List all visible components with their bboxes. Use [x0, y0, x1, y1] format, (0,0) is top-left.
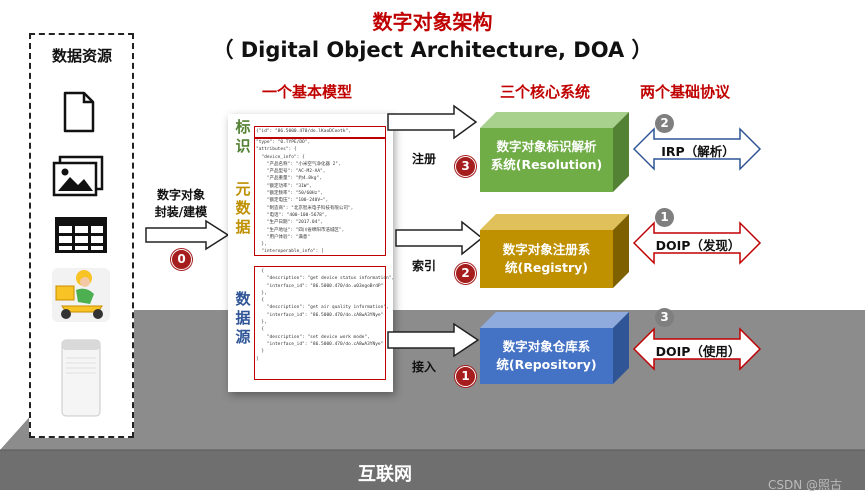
protocol-label-doip-discover: DOIP（发现） — [655, 238, 741, 253]
protocol-step-doip-use: 3 — [655, 308, 674, 327]
step-badge-index: 2 — [455, 263, 476, 284]
delivery-rider-icon — [52, 268, 110, 322]
document-icon — [63, 91, 95, 133]
access-arrow — [387, 322, 480, 358]
section-label-char: 标 — [235, 118, 251, 136]
encapsulate-line2: 封装/建模 — [154, 205, 208, 219]
watermark: CSDN @照古 — [768, 478, 843, 492]
link-label-access: 接入 — [412, 360, 437, 374]
digital-object-document — [228, 114, 393, 392]
resolution-cube-side — [613, 112, 629, 192]
repository-label-line1: 数字对象仓库系 — [502, 339, 591, 354]
diagram-title: 数字对象架构 — [372, 10, 493, 34]
repository-cube-front — [480, 328, 613, 384]
repository-label-line2: 统(Repository) — [496, 357, 597, 372]
registry-cube-front — [480, 230, 613, 288]
step-badge-access: 1 — [455, 366, 476, 387]
link-arrows — [387, 104, 484, 358]
section-label-char: 元 — [235, 180, 251, 198]
resolution-cube-top — [480, 112, 629, 128]
resolution-system-label: 数字对象标识解析 系统(Resolution) — [480, 138, 613, 174]
section-label-char: 数 — [235, 199, 251, 217]
registry-cube-side — [613, 214, 629, 288]
resolution-label-line1: 数字对象标识解析 — [496, 139, 597, 154]
section-label-char: 据 — [235, 218, 251, 236]
protocol-label-doip-use: DOIP（使用） — [655, 344, 741, 359]
encapsulate-arrow — [145, 219, 230, 251]
link-label-register: 注册 — [412, 152, 437, 166]
protocol-step-doip-discover: 1 — [655, 208, 674, 227]
data-source-label: 数据资源 — [51, 47, 112, 65]
table-icon — [55, 217, 107, 253]
section-label-char: 数 — [235, 290, 251, 308]
system-cubes — [480, 112, 629, 384]
doip-use-arrow — [632, 327, 762, 371]
header-protocols: 两个基础协议 — [640, 83, 731, 101]
protocol-label-irp: IRP（解析） — [661, 144, 735, 159]
doip-discover-arrow — [632, 221, 762, 265]
registry-cube-top — [480, 214, 629, 230]
registry-label-line2: 统(Registry) — [505, 260, 588, 275]
index-arrow — [395, 220, 484, 256]
protocol-arrows — [632, 127, 762, 371]
repository-system-label: 数字对象仓库系 统(Repository) — [480, 338, 613, 374]
metadata-json: "type": "0.TYPE/DO", "attributes": { "de… — [256, 140, 354, 255]
step-badge-0: 0 — [171, 249, 192, 270]
section-label-metadata: 元数据 — [234, 180, 252, 237]
metadata-frame — [254, 138, 386, 256]
internet-label: 互联网 — [358, 464, 412, 485]
encapsulate-line1: 数字对象 — [156, 188, 205, 202]
step-badge-register: 3 — [455, 156, 476, 177]
registry-system-label: 数字对象注册系 统(Registry) — [480, 241, 613, 277]
registry-label-line1: 数字对象注册系 — [502, 242, 591, 257]
section-label-identifier: 标识 — [234, 118, 252, 156]
repository-cube-top — [480, 312, 629, 328]
register-arrow — [387, 104, 478, 140]
section-label-data-source: 数据源 — [234, 290, 252, 347]
image-icon — [52, 155, 104, 197]
air-purifier-icon — [61, 339, 101, 417]
resolution-cube-front — [480, 128, 613, 192]
section-label-char: 据 — [235, 309, 251, 327]
section-label-char: 识 — [235, 137, 251, 155]
identifier-frame — [254, 126, 386, 138]
header-systems: 三个核心系统 — [500, 83, 591, 101]
diagram-subtitle: （ Digital Object Architecture, DOA ） — [212, 38, 653, 62]
section-label-char: 源 — [235, 328, 251, 346]
data-source-json: { "description": "get device status info… — [256, 269, 395, 362]
identifier-json: {"id": "86.5000.470/do.lKaoDCootk", — [256, 129, 351, 134]
protocol-step-irp: 2 — [655, 114, 674, 133]
link-label-index: 索引 — [412, 259, 437, 273]
header-model: 一个基本模型 — [262, 83, 353, 101]
data-source-frame — [254, 266, 386, 380]
resolution-label-line2: 系统(Resolution) — [490, 157, 603, 172]
irp-arrow — [632, 127, 762, 171]
repository-cube-side — [613, 312, 629, 384]
